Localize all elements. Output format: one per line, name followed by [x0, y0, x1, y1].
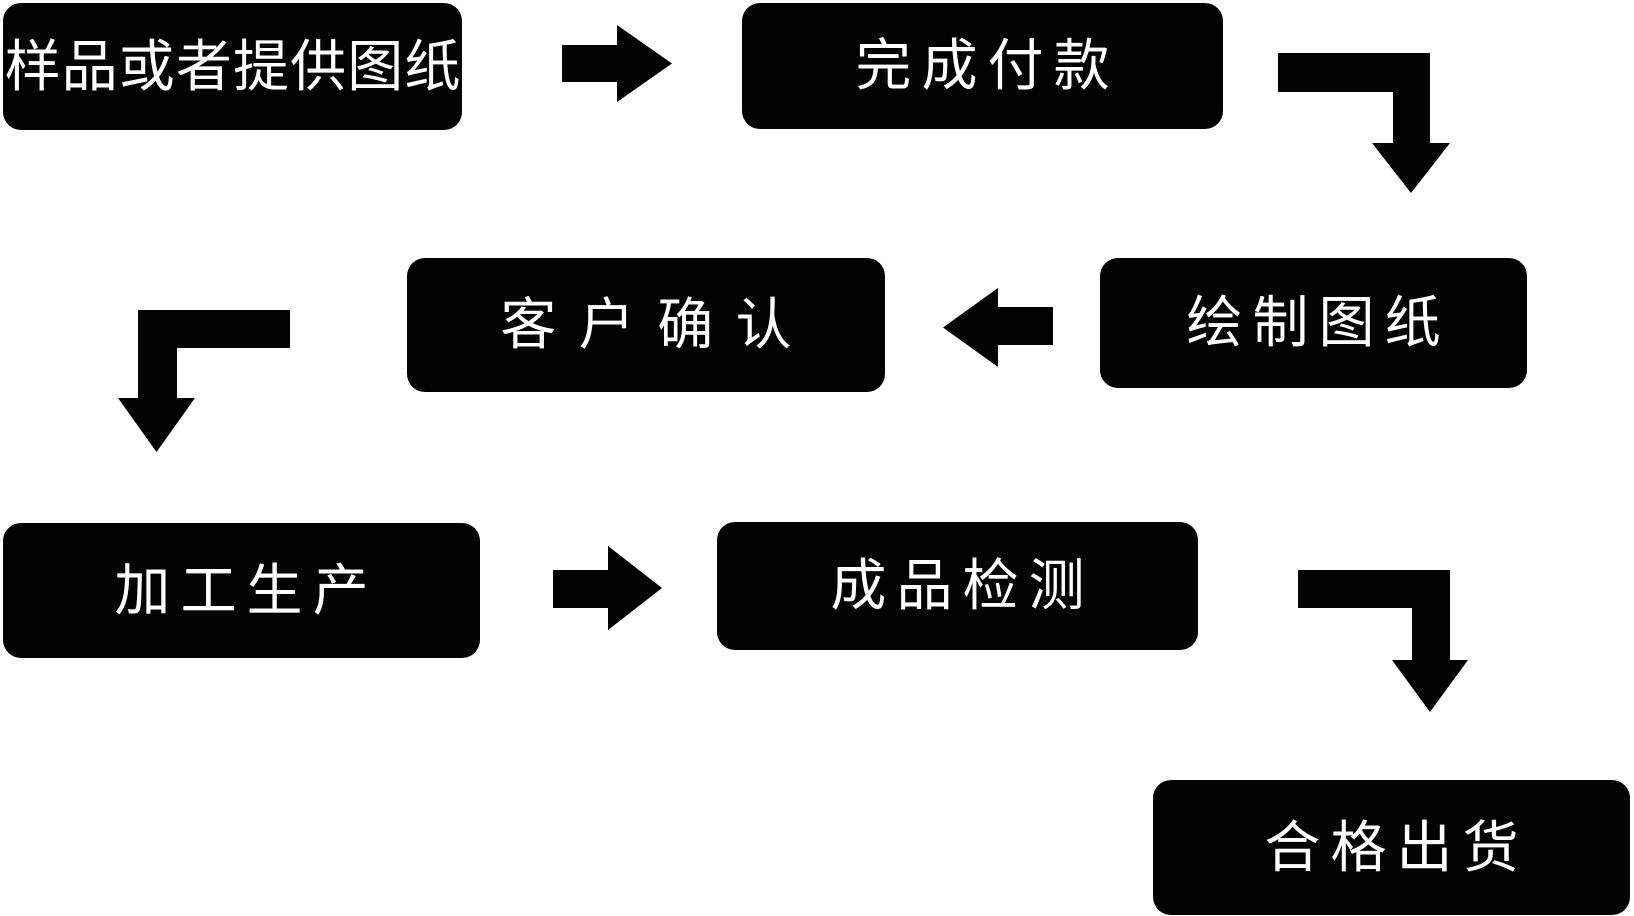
flow-node-qualified-shipment: 合格出货 [1153, 780, 1630, 915]
left-arrow-icon [943, 288, 1053, 367]
flow-node-label: 绘制图纸 [1186, 291, 1451, 354]
flow-node-label: 完成付款 [855, 34, 1120, 97]
corner-down-arrow-icon [1278, 53, 1450, 193]
flow-node-sample-or-drawing: 样品或者提供图纸 [3, 3, 462, 130]
flow-node-customer-confirmation: 客户确认 [407, 258, 885, 392]
flow-node-processing-production: 加工生产 [3, 523, 480, 658]
flow-node-label: 样品或者提供图纸 [4, 34, 462, 98]
flow-node-label: 加工生产 [114, 558, 379, 622]
corner-down-arrow-icon [118, 310, 290, 452]
flow-node-label: 成品检测 [830, 554, 1095, 617]
flow-node-finished-product-inspection: 成品检测 [717, 522, 1198, 650]
flow-node-label: 客户确认 [500, 293, 814, 356]
flow-node-draw-drawings: 绘制图纸 [1100, 258, 1527, 388]
corner-down-arrow-icon [1298, 570, 1468, 712]
right-arrow-icon [562, 25, 672, 102]
flow-node-complete-payment: 完成付款 [742, 3, 1223, 129]
right-arrow-icon [553, 546, 662, 630]
flow-node-label: 合格出货 [1264, 815, 1529, 879]
